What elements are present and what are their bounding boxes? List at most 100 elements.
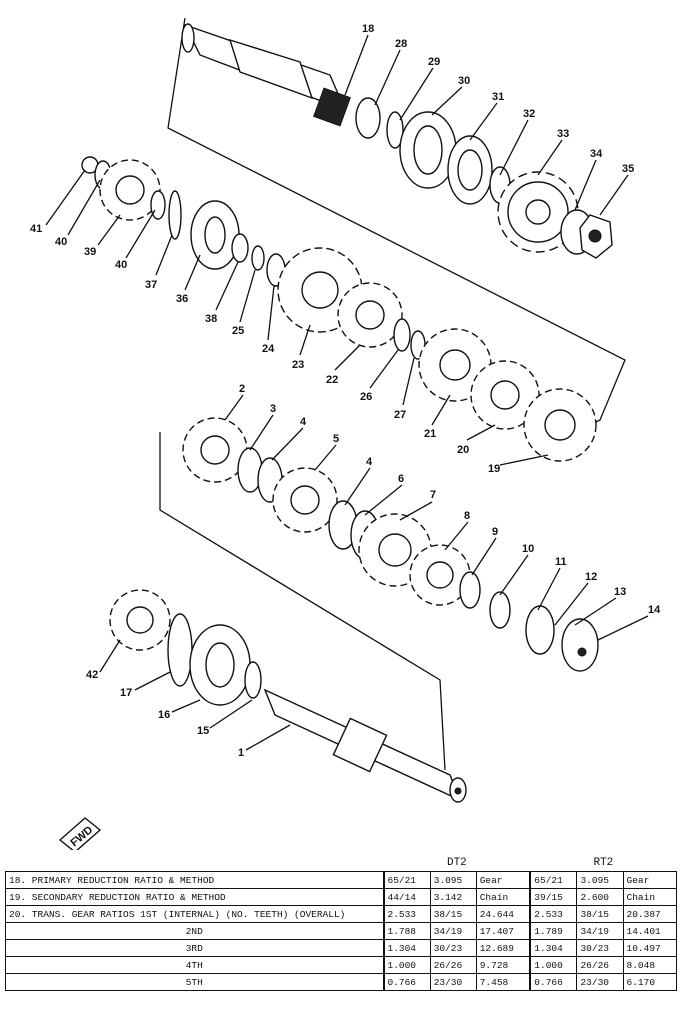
- part-label: 31: [492, 91, 504, 103]
- dt2-cell: 7.458: [475, 973, 531, 991]
- drive-sprocket: [497, 171, 579, 253]
- dt2-cell: Chain: [475, 888, 531, 906]
- part-label: 8: [464, 510, 470, 522]
- part-label: 32: [523, 108, 535, 120]
- dt2-cell: 1.000: [382, 956, 431, 974]
- row-label: 18. PRIMARY REDUCTION RATIO & METHOD: [5, 871, 384, 889]
- dt2-cell: 0.766: [382, 973, 431, 991]
- part-label: 38: [205, 313, 217, 325]
- part-label: 25: [232, 325, 244, 337]
- sprocket-nut: [560, 209, 613, 259]
- dt2-cell: 38/15: [429, 905, 477, 923]
- part-label: 26: [360, 391, 372, 403]
- dt2-cell: 26/26: [429, 956, 477, 974]
- dt2-cell: 2.533: [382, 905, 431, 923]
- part-label: 41: [30, 223, 42, 235]
- part-label: 7: [430, 489, 436, 501]
- dt2-cell: Gear: [475, 871, 531, 889]
- part-label: 39: [84, 246, 96, 258]
- main-axle: [263, 688, 467, 803]
- part-label: 35: [622, 163, 634, 175]
- part-label: 2: [239, 383, 245, 395]
- leader-lines: [45, 34, 649, 751]
- row-label: 3RD: [5, 939, 384, 957]
- dt2-cell: 65/21: [382, 871, 431, 889]
- row-label: 4TH: [5, 956, 384, 974]
- part-label: 24: [262, 343, 275, 355]
- part-number-labels: 18 28 29 30 31 32 33 34 35 41 40 39 40 3…: [30, 23, 661, 759]
- dt2-cell: 30/23: [429, 939, 477, 957]
- table-header-row: DT2 RT2: [6, 855, 677, 872]
- part-label: 28: [395, 38, 407, 50]
- part-label: 1: [238, 747, 244, 759]
- part-label: 20: [457, 444, 469, 456]
- rt2-cell: 3.095: [576, 871, 624, 889]
- part-label: 22: [326, 374, 338, 386]
- drive-axle: [181, 23, 351, 127]
- part-label: 4: [366, 456, 373, 468]
- dt2-cell: 24.644: [475, 905, 531, 923]
- rt2-cell: 34/19: [576, 922, 624, 940]
- dt2-cell: 12.689: [475, 939, 531, 957]
- rt2-cell: 65/21: [529, 871, 578, 889]
- rt2-cell: 23/30: [576, 973, 624, 991]
- dt2-cell: 17.407: [475, 922, 531, 940]
- part-label: 11: [555, 556, 567, 568]
- group-header-rt2: RT2: [593, 857, 614, 869]
- row-label: 2ND: [5, 922, 384, 940]
- dt2-cell: 3.095: [429, 871, 477, 889]
- rt2-cell: 38/15: [576, 905, 624, 923]
- ratio-spec-table: DT2 RT2 18. PRIMARY REDUCTION RATIO & ME…: [5, 855, 678, 991]
- part-label: 15: [197, 725, 209, 737]
- part-label: 21: [424, 428, 436, 440]
- dt2-cell: 23/30: [429, 973, 477, 991]
- part-label: 3: [270, 403, 276, 415]
- dt2-cell: 1.304: [382, 939, 431, 957]
- rt2-cell: 1.000: [529, 956, 578, 974]
- part-label: 9: [492, 526, 498, 538]
- part-label: 17: [120, 687, 132, 699]
- rt2-cell: 1.304: [529, 939, 578, 957]
- part-label: 13: [614, 586, 626, 598]
- exploded-transmission-diagram: FWD: [30, 17, 661, 850]
- rt2-cell: 8.048: [622, 956, 678, 974]
- part-label: 18: [362, 23, 374, 35]
- lower-gear-row: [182, 417, 599, 672]
- rt2-cell: 14.401: [622, 922, 678, 940]
- part-label: 6: [398, 473, 404, 485]
- rt2-cell: 1.789: [529, 922, 578, 940]
- part-label: 23: [292, 359, 304, 371]
- rt2-cell: 30/23: [576, 939, 624, 957]
- part-label: 34: [590, 148, 603, 160]
- fwd-arrow: FWD: [58, 817, 102, 850]
- rt2-cell: 10.497: [622, 939, 678, 957]
- part-label: 30: [458, 75, 470, 87]
- dt2-cell: 3.142: [429, 888, 477, 906]
- rt2-cell: 20.387: [622, 905, 678, 923]
- bottom-group: [109, 589, 262, 706]
- part-label: 29: [428, 56, 440, 68]
- rt2-cell: 2.600: [576, 888, 624, 906]
- group-header-dt2: DT2: [446, 857, 467, 869]
- part-label: 27: [394, 409, 406, 421]
- rt2-cell: 0.766: [529, 973, 578, 991]
- part-label: 4: [300, 416, 307, 428]
- rt2-cell: 6.170: [622, 973, 678, 991]
- part-label: 37: [145, 279, 157, 291]
- part-label: 33: [557, 128, 569, 140]
- dt2-cell: 9.728: [475, 956, 531, 974]
- row-label: 19. SECONDARY REDUCTION RATIO & METHOD: [5, 888, 384, 906]
- dt2-cell: 1.788: [382, 922, 431, 940]
- part-label: 10: [522, 543, 534, 555]
- part-label: 14: [648, 604, 661, 616]
- part-label: 40: [115, 259, 127, 271]
- outline-lower: [159, 432, 446, 771]
- part-label: 16: [158, 709, 170, 721]
- rt2-cell: 2.533: [529, 905, 578, 923]
